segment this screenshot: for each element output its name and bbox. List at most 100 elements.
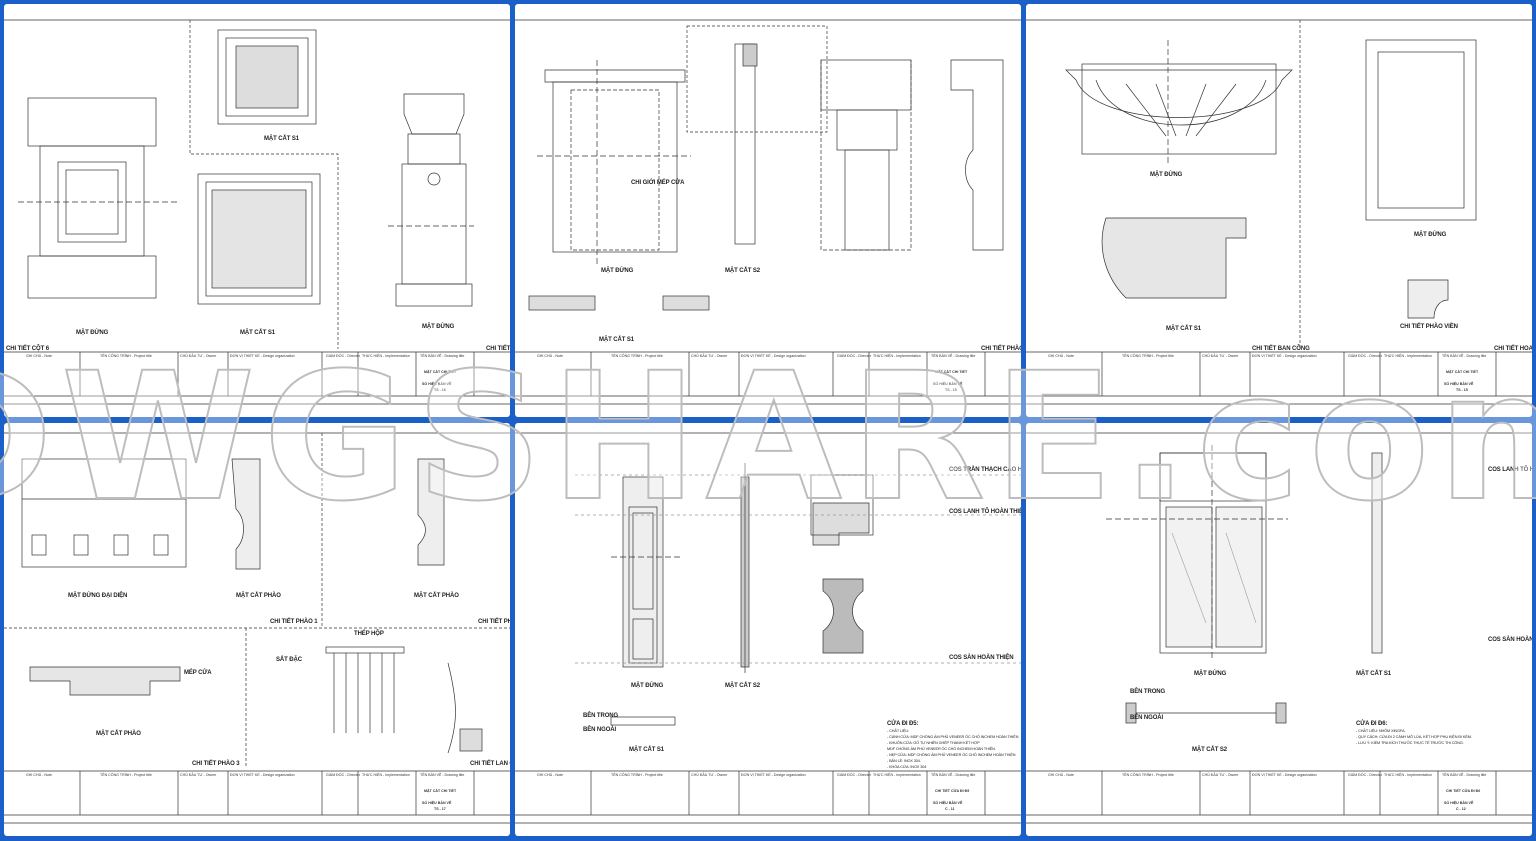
cad-drawing [1026, 19, 1532, 405]
drawing-label: CỬA ĐI Đ6: [1356, 721, 1388, 727]
sheet-number: TS - 15 [1456, 388, 1468, 392]
title-block-header: TÊN BẢN VẼ - Drawing title [420, 354, 465, 358]
title-block-header: CHỦ ĐẦU TƯ - Owner [180, 773, 217, 777]
title-block-header: ĐƠN VỊ THIẾT KẾ - Design organization [1252, 354, 1317, 358]
title-block-header: TÊN CÔNG TRÌNH - Project title [100, 773, 152, 777]
drawing-sheet-column-detail: MẶT CẮT S1 MẶT ĐỨNG MẶT CẮT S1 MẶT ĐỨNG CHI … [4, 4, 510, 417]
title-block-header: THỰC HIỆN - Implementation [362, 773, 410, 777]
drawing-label: THÉP HỘP [354, 631, 384, 637]
cad-drawing [4, 19, 510, 405]
title-block-header: THỰC HIỆN - Implementation [873, 773, 921, 777]
drawing-label: MẶT CẮT PHÀO [236, 593, 281, 599]
drawing-label: MÉP CỬA [184, 670, 212, 676]
drawing-title: MẶT CẮT CHI TIẾT [1446, 370, 1479, 374]
cad-drawing [1026, 432, 1532, 824]
title-block-header: GHI CHÚ - Note [1048, 773, 1074, 777]
drawing-label: MẶT ĐỨNG [76, 330, 109, 336]
drawing-label: CHI TIẾT LAN C [470, 761, 510, 767]
drawing-label: MẶT CẮT PHÀO [96, 731, 141, 737]
title-block-header: CHỦ ĐẦU TƯ - Owner [691, 354, 728, 358]
title-block-header: GHI CHÚ - Note [26, 773, 52, 777]
title-block-header: GIÁM ĐỐC - Director [837, 773, 871, 777]
drawing-label: MẶT ĐỨNG ĐẠI DIỆN [68, 593, 128, 599]
title-block-header: GIÁM ĐỐC - Director [326, 354, 360, 358]
drawing-label: MẶT ĐỨNG [601, 268, 634, 274]
sheet-number-label: SỐ HIỆU BẢN VẼ [422, 382, 452, 386]
drawing-label: COS SÀN HOÀN THIỆN [1488, 637, 1532, 643]
title-block-header: GHI CHÚ - Note [1048, 354, 1074, 358]
title-block-header: TÊN BẢN VẼ - Drawing title [1442, 354, 1487, 358]
drawing-label: CHI TIẾT HOA [1494, 346, 1532, 352]
title-block-header: ĐƠN VỊ THIẾT KẾ - Design organization [230, 773, 295, 777]
cad-drawing [515, 19, 1021, 405]
sheet-number: TS - 15 [945, 388, 957, 392]
title-block-header: TÊN BẢN VẼ - Drawing title [1442, 773, 1487, 777]
title-block-header: TÊN BẢN VẼ - Drawing title [420, 773, 465, 777]
drawing-label: CHI TIẾT PHÀO [981, 346, 1021, 352]
sheet-number-label: SỐ HIỆU BẢN VẼ [422, 801, 452, 805]
title-block-header: CHỦ ĐẦU TƯ - Owner [1202, 773, 1239, 777]
drawing-label: MẶT ĐỨNG [1414, 232, 1447, 238]
sheet-number: C - 11 [945, 807, 955, 811]
title-block-header: TÊN BẢN VẼ - Drawing title [931, 773, 976, 777]
title-block-header: THỰC HIỆN - Implementation [362, 354, 410, 358]
title-block: GHI CHÚ - Note TÊN CÔNG TRÌNH - Project t… [515, 354, 1021, 396]
title-block-header: TÊN CÔNG TRÌNH - Project title [611, 354, 663, 358]
cad-drawing [515, 432, 1021, 824]
drawing-label: MẶT CẮT PHÀO [414, 593, 459, 599]
drawing-label: BÊN NGOÀI [1130, 715, 1164, 721]
title-block-header: GIÁM ĐỐC - Director [1348, 773, 1382, 777]
drawing-title: CHI TIẾT CỬA ĐI Đ6 [1446, 789, 1481, 793]
drawing-label: COS SÀN HOÀN THIỆN [949, 655, 1014, 661]
title-block-header: ĐƠN VỊ THIẾT KẾ - Design organization [741, 354, 806, 358]
sheet-number-label: SỐ HIỆU BẢN VẼ [933, 801, 963, 805]
drawing-label: MẶT ĐỨNG [631, 683, 664, 689]
drawing-label: - CÁNH CỬA: MDF CHỐNG ẨM PHỦ VENEER ÓC C… [887, 735, 1019, 739]
title-block-header: TÊN CÔNG TRÌNH - Project title [611, 773, 663, 777]
drawing-label: MẶT CẮT S1 [1166, 326, 1202, 332]
drawing-label: COS TRẦN THẠCH CAO HOÀN THIỆN [949, 467, 1021, 473]
drawing-label: - CHẤT LIỆU: [887, 729, 909, 733]
title-block-header: CHỦ ĐẦU TƯ - Owner [691, 773, 728, 777]
drawing-label: BÊN NGOÀI [583, 727, 617, 733]
drawing-label: MẶT CẮT S2 [725, 268, 761, 274]
drawing-label: CHI TIẾT CỘT 6 [6, 346, 49, 352]
sheet-number-label: SỐ HIỆU BẢN VẼ [933, 382, 963, 386]
drawing-label: BÊN TRONG [1130, 689, 1166, 695]
drawing-label: MẶT CẮT S1 [264, 136, 300, 142]
drawing-label: SẮT ĐẶC [276, 657, 302, 663]
title-block-header: TÊN BẢN VẼ - Drawing title [931, 354, 976, 358]
drawing-label: COS LANH TÔ HOÀN THIỆN [949, 509, 1021, 515]
drawing-title: MẶT CẮT CHI TIẾT [935, 370, 968, 374]
drawing-label: MẶT ĐỨNG [1150, 172, 1183, 178]
drawing-label: MẶT ĐỨNG [422, 324, 455, 330]
drawing-label: MẶT CẮT S1 [240, 330, 276, 336]
sheet-number: C - 12 [1456, 807, 1466, 811]
drawing-title: MẶT CẮT CHI TIẾT [424, 370, 457, 374]
title-block-header: GHI CHÚ - Note [537, 354, 563, 358]
drawing-label: - LƯU Ý: KIỂM TRA KÍCH THƯỚC THỰC TẾ TRƯ… [1356, 741, 1464, 745]
drawing-label: MẶT CẮT S2 [1192, 747, 1228, 753]
title-block-header: THỰC HIỆN - Implementation [1384, 773, 1432, 777]
drawing-label: CHI TIẾT BAN CÔNG [1252, 346, 1310, 352]
sheet-number-label: SỐ HIỆU BẢN VẼ [1444, 801, 1474, 805]
drawing-label: CHI TIẾT [486, 346, 510, 352]
title-block: GHI CHÚ - Note TÊN CÔNG TRÌNH - Project t… [4, 773, 510, 815]
sheet-number-label: SỐ HIỆU BẢN VẼ [1444, 382, 1474, 386]
sheet-number: TS - 16 [434, 388, 446, 392]
title-block-header: GIÁM ĐỐC - Director [1348, 354, 1382, 358]
drawing-label: MẶT CẮT S2 [725, 683, 761, 689]
sheet-number: TS - 17 [434, 807, 446, 811]
drawing-label: BÊN TRONG [583, 713, 619, 719]
title-block-header: GIÁM ĐỐC - Director [326, 773, 360, 777]
drawing-label: - QUY CÁCH: CỬA ĐI 2 CÁNH MỞ LÙA, KẾT HỢ… [1356, 735, 1472, 739]
drawing-label: - CHẤT LIỆU: NHÔM XINGFA. [1356, 729, 1406, 733]
